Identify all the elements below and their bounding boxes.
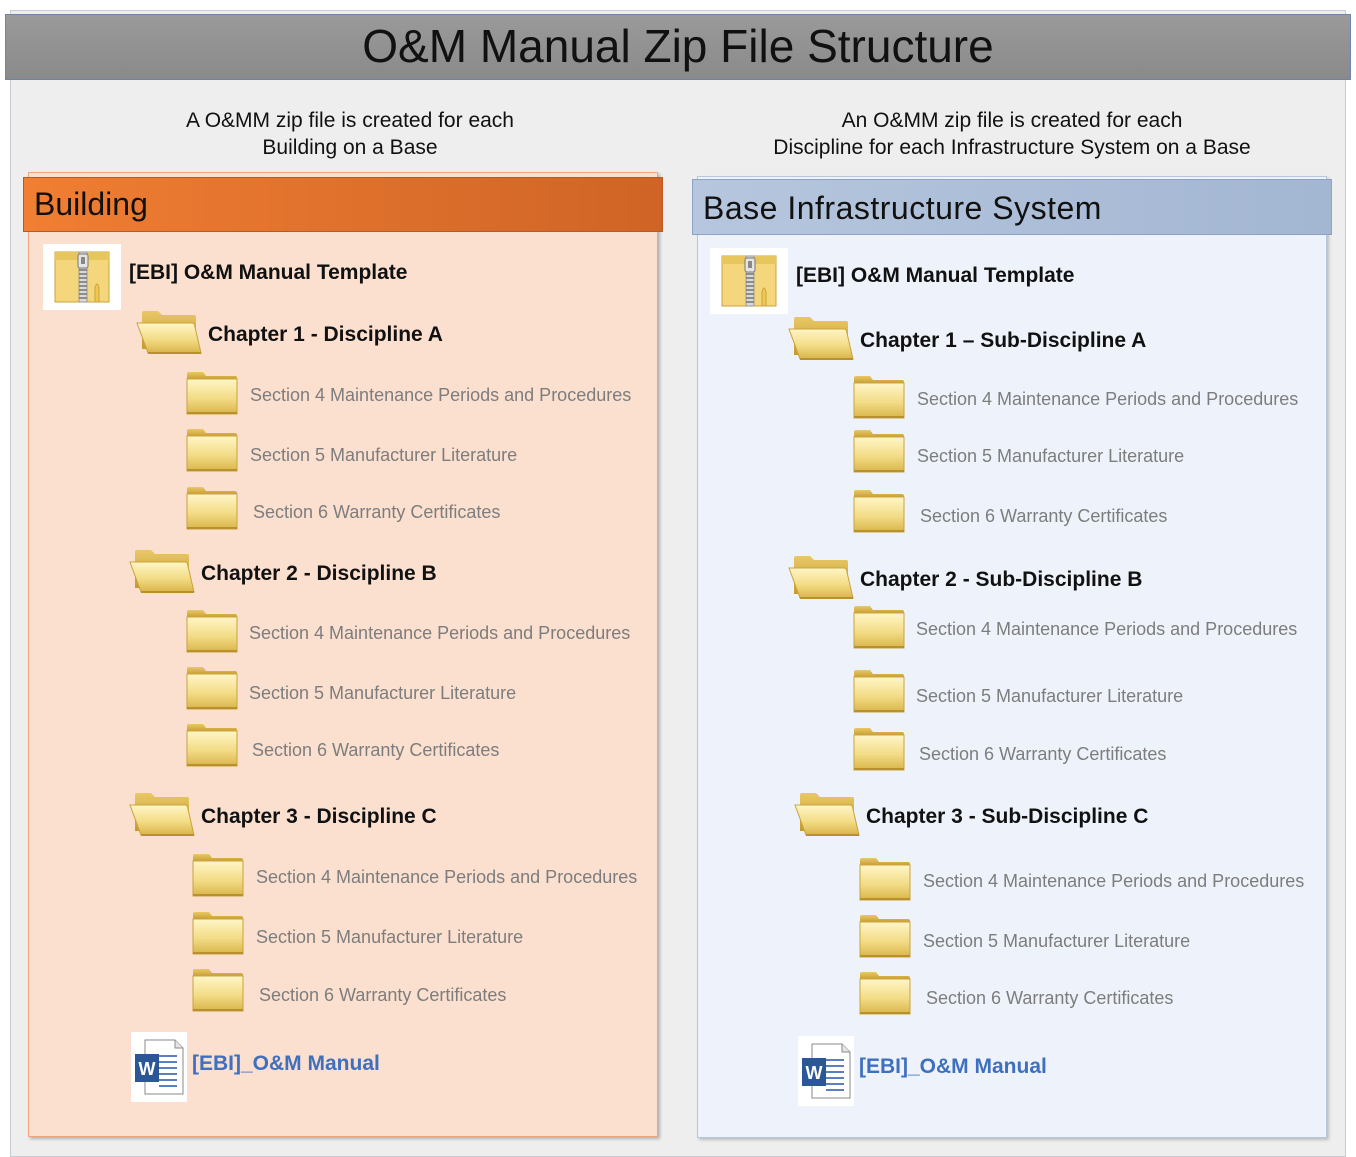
right-caption: An O&MM zip file is created for each Dis… <box>742 107 1282 161</box>
folder-icon[interactable] <box>192 911 244 955</box>
right-caption-line1: An O&MM zip file is created for each <box>841 109 1183 132</box>
section-6-label[interactable]: Section 6 Warranty Certificates <box>252 740 500 760</box>
section-4-label[interactable]: Section 4 Maintenance Periods and Proced… <box>250 385 632 405</box>
left-caption: A O&MM zip file is created for each Buil… <box>130 107 570 161</box>
section-6-label[interactable]: Section 6 Warranty Certificates <box>259 985 507 1005</box>
folder-icon[interactable] <box>859 914 911 958</box>
chapter-3-label[interactable]: Chapter 3 - Discipline C <box>201 805 437 828</box>
open-folder-icon[interactable] <box>794 791 860 837</box>
section-5-label[interactable]: Section 5 Manufacturer Literature <box>250 445 518 465</box>
chapter-2-label[interactable]: Chapter 2 - Sub-Discipline B <box>860 568 1143 591</box>
folder-icon[interactable] <box>853 375 905 419</box>
open-folder-icon[interactable] <box>129 548 195 594</box>
right-caption-line2: Discipline for each Infrastructure Syste… <box>773 136 1251 159</box>
chapter-1-label[interactable]: Chapter 1 – Sub-Discipline A <box>860 329 1147 352</box>
folder-icon[interactable] <box>853 669 905 713</box>
folder-icon[interactable] <box>186 428 238 472</box>
section-6-label[interactable]: Section 6 Warranty Certificates <box>920 506 1168 526</box>
section-4-label[interactable]: Section 4 Maintenance Periods and Proced… <box>916 619 1298 639</box>
folder-icon[interactable] <box>186 609 238 653</box>
folder-icon[interactable] <box>186 486 238 530</box>
folder-icon[interactable] <box>192 853 244 897</box>
folder-icon[interactable] <box>853 429 905 473</box>
infrastructure-header: Base Infrastructure System <box>692 179 1332 235</box>
folder-icon[interactable] <box>186 371 238 415</box>
folder-icon[interactable] <box>192 968 244 1012</box>
section-5-label[interactable]: Section 5 Manufacturer Literature <box>917 446 1185 466</box>
section-4-label[interactable]: Section 4 Maintenance Periods and Proced… <box>923 871 1305 891</box>
building-header: Building <box>23 177 663 232</box>
chapter-1-label[interactable]: Chapter 1 - Discipline A <box>208 323 443 346</box>
om-manual-document-label[interactable]: [EBI]_O&M Manual <box>192 1052 380 1075</box>
zip-file-label[interactable]: [EBI] O&M Manual Template <box>796 264 1075 287</box>
open-folder-icon[interactable] <box>788 554 854 600</box>
chapter-2-label[interactable]: Chapter 2 - Discipline B <box>201 562 437 585</box>
chapter-3-label[interactable]: Chapter 3 - Sub-Discipline C <box>866 805 1149 828</box>
folder-icon[interactable] <box>186 666 238 710</box>
section-6-label[interactable]: Section 6 Warranty Certificates <box>926 988 1174 1008</box>
folder-icon[interactable] <box>859 857 911 901</box>
section-5-label[interactable]: Section 5 Manufacturer Literature <box>923 931 1191 951</box>
open-folder-icon[interactable] <box>129 791 195 837</box>
folder-icon[interactable] <box>859 971 911 1015</box>
word-document-icon[interactable] <box>131 1032 187 1102</box>
zip-folder-icon[interactable] <box>710 248 788 314</box>
section-5-label[interactable]: Section 5 Manufacturer Literature <box>249 683 517 703</box>
left-caption-line2: Building on a Base <box>262 136 438 159</box>
folder-icon[interactable] <box>853 489 905 533</box>
open-folder-icon[interactable] <box>788 315 854 361</box>
section-4-label[interactable]: Section 4 Maintenance Periods and Proced… <box>249 623 631 643</box>
section-4-label[interactable]: Section 4 Maintenance Periods and Proced… <box>256 867 638 887</box>
section-5-label[interactable]: Section 5 Manufacturer Literature <box>256 927 524 947</box>
folder-icon[interactable] <box>853 605 905 649</box>
section-5-label[interactable]: Section 5 Manufacturer Literature <box>916 686 1184 706</box>
open-folder-icon[interactable] <box>136 309 202 355</box>
section-4-label[interactable]: Section 4 Maintenance Periods and Proced… <box>917 389 1299 409</box>
section-6-label[interactable]: Section 6 Warranty Certificates <box>919 744 1167 764</box>
section-6-label[interactable]: Section 6 Warranty Certificates <box>253 502 501 522</box>
zip-file-label[interactable]: [EBI] O&M Manual Template <box>129 261 408 284</box>
page-title: O&M Manual Zip File Structure <box>5 14 1351 80</box>
left-caption-line1: A O&MM zip file is created for each <box>186 109 514 132</box>
folder-icon[interactable] <box>853 727 905 771</box>
folder-icon[interactable] <box>186 723 238 767</box>
om-manual-document-label[interactable]: [EBI]_O&M Manual <box>859 1055 1047 1078</box>
building-panel <box>28 172 658 1137</box>
word-document-icon[interactable] <box>798 1036 854 1106</box>
zip-folder-icon[interactable] <box>43 244 121 310</box>
